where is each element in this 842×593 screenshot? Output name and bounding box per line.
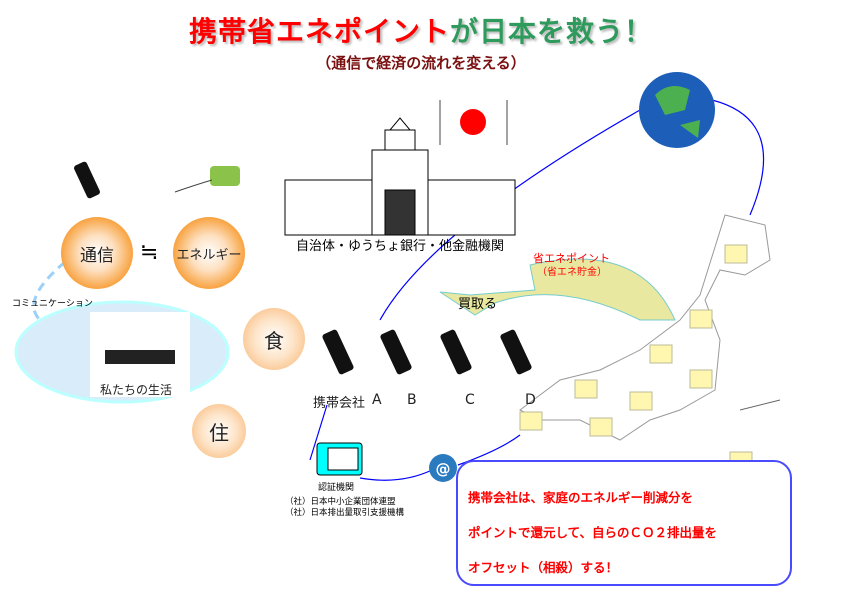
japan-flag-icon: [460, 109, 486, 135]
page-title: 携帯省エネポイントが日本を救う！: [0, 10, 842, 50]
carrier-label: 携帯会社: [313, 396, 366, 411]
phone-icons: [74, 161, 532, 375]
points-title: 省エネポイント: [533, 252, 610, 265]
title-green: が日本を救う！: [450, 15, 654, 48]
life-label: 私たちの生活: [100, 383, 173, 397]
carrier-b: B: [407, 392, 417, 408]
carrier-d: D: [525, 392, 536, 408]
carrier-c: C: [465, 392, 475, 408]
japan-map: [519, 214, 771, 441]
communication-label: コミュニケーション: [12, 299, 93, 309]
at-text: @: [436, 460, 451, 478]
energy-orb: エネルギー: [173, 217, 245, 289]
certifier-title: 認証機関: [318, 483, 355, 493]
buyback-arrow: [439, 258, 676, 321]
food-orb: 食: [243, 308, 305, 370]
points-sub: （省エネ貯金）: [537, 267, 607, 278]
message-line-3: オフセット（相殺）する！: [468, 560, 619, 575]
message-line-2: ポイントで還元して、自らのＣＯ２排出量を: [468, 525, 718, 540]
message-line-1: 携帯会社は、家庭のエネルギー削減分を: [468, 490, 694, 505]
people-silhouette-icon: [105, 350, 175, 364]
carrier-a: A: [372, 392, 382, 408]
communication-orb: 通信: [61, 217, 133, 289]
diet-building-icon: [284, 117, 516, 236]
certifier-org2: （社）日本排出量取引支援機構: [285, 508, 405, 518]
certifier-org1: （社）日本中小企業団体連盟: [285, 497, 396, 507]
title-red: 携帯省エネポイント: [188, 15, 450, 48]
at-icon: [429, 454, 457, 482]
electric-car-icon: [210, 166, 240, 186]
subtitle: （通信で経済の流れを変える）: [316, 54, 526, 72]
approx-symbol: ≒: [140, 240, 159, 265]
house-icons: [519, 244, 753, 465]
buy-label: 買取る: [458, 297, 498, 312]
institutions-label: 自治体・ゆうちょ銀行・他金融機関: [296, 239, 505, 254]
housing-orb: 住: [192, 404, 246, 458]
message-box: 携帯会社は、家庭のエネルギー削減分を ポイントで還元して、自らのＣＯ２排出量を …: [456, 460, 792, 586]
